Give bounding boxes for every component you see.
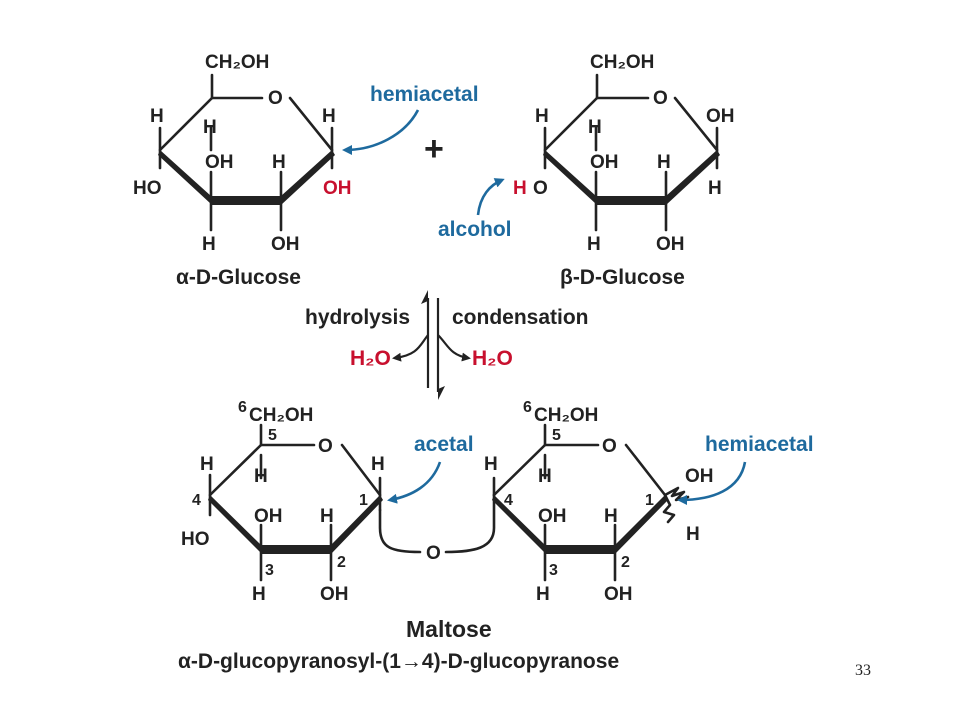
beta-c2-h: H (657, 152, 671, 173)
glycosidic-oxygen: O (426, 543, 441, 564)
alcohol-arrow (476, 178, 505, 216)
beta-c1-oh: OH (706, 106, 735, 127)
maltose-left-c5-number: 5 (268, 427, 277, 444)
alpha-c3-oh: OH (205, 152, 234, 173)
hemiacetal-label-top: hemiacetal (370, 83, 479, 106)
alpha-c2-h: H (272, 152, 286, 173)
maltose-right-c2-h: H (604, 506, 618, 527)
maltose-name: Maltose (406, 616, 492, 642)
water-left: H₂O (350, 347, 391, 370)
maltose-right-c4-h: H (484, 454, 498, 475)
beta-c4-hydroxyl-h: H (513, 178, 527, 199)
maltose-right-ring-oxygen: O (602, 436, 617, 457)
maltose-left-c2-number: 2 (337, 554, 346, 571)
alpha-ring-oxygen: O (268, 88, 283, 109)
alpha-c4-h-top: H (150, 106, 164, 127)
beta-glucose-structure: CH₂OH O H H OH OH H H O H H OH β-D-Gluco… (513, 52, 735, 289)
maltose-left-c1-h: H (371, 454, 385, 475)
maltose-right-c3-h: H (536, 584, 550, 605)
glycosidic-bond-right (444, 493, 496, 554)
hydrolysis-label: hydrolysis (305, 306, 410, 329)
hemiacetal-label-bottom: hemiacetal (705, 433, 814, 456)
alpha-c1-oh: OH (323, 178, 352, 199)
beta-c3-oh: OH (590, 152, 619, 173)
maltose-left-ring-oxygen: O (318, 436, 333, 457)
maltose-left-c6-number: 6 (238, 399, 247, 416)
maltose-iupac-name: α-D-glucopyranosyl-(1→4)-D-glucopyranose (178, 650, 619, 673)
maltose-right-c2-oh: OH (604, 584, 633, 605)
maltose-left-ch2oh: CH₂OH (249, 405, 313, 426)
equilibrium-arrows (392, 290, 471, 400)
maltose-right-ring: 6 CH₂OH 5 O H H 4 1 OH OH H H 3 2 H OH (484, 399, 714, 605)
maltose-left-c4-ho: HO (181, 529, 210, 550)
beta-c4-h-top: H (535, 106, 549, 127)
alpha-c3-h: H (202, 234, 216, 255)
maltose-right-c1-number: 1 (645, 492, 654, 509)
acetal-arrow (387, 461, 442, 504)
alpha-c1-h: H (322, 106, 336, 127)
maltose-left-c3-h: H (252, 584, 266, 605)
beta-c4-hydroxyl-o: O (533, 178, 548, 199)
maltose-left-ring: 6 CH₂OH 5 O H H H 4 1 OH H HO 3 2 H OH (181, 399, 422, 605)
condensation-label: condensation (452, 306, 589, 329)
alpha-glucose-structure: CH₂OH O H H H OH H HO OH H OH α-D-Glucos… (133, 52, 352, 289)
maltose-right-c2-number: 2 (621, 554, 630, 571)
water-right: H₂O (472, 347, 513, 370)
beta-c1-h: H (708, 178, 722, 199)
maltose-left-c3-number: 3 (265, 562, 274, 579)
hemiacetal-arrow-top (342, 109, 420, 155)
maltose-right-c1-h: H (686, 524, 700, 545)
beta-ring-oxygen: O (653, 88, 668, 109)
alpha-c6-ch2oh: CH₂OH (205, 52, 269, 73)
hemiacetal-arrow-bottom (677, 461, 747, 505)
beta-glucose-name: β-D-Glucose (560, 266, 685, 289)
beta-c6-ch2oh: CH₂OH (590, 52, 654, 73)
maltose-left-c5-h: H (254, 466, 268, 487)
maltose-right-c6-number: 6 (523, 399, 532, 416)
beta-c2-oh: OH (656, 234, 685, 255)
maltose-right-c4-number: 4 (504, 492, 513, 509)
alpha-glucose-name: α-D-Glucose (176, 266, 301, 289)
maltose-left-c4-number: 4 (192, 492, 201, 509)
alcohol-label: alcohol (438, 218, 512, 241)
maltose-left-c1-number: 1 (359, 492, 368, 509)
maltose-left-c3-oh: OH (254, 506, 283, 527)
beta-c3-h: H (587, 234, 601, 255)
maltose-left-c4-h: H (200, 454, 214, 475)
maltose-right-c3-number: 3 (549, 562, 558, 579)
maltose-right-c3-oh: OH (538, 506, 567, 527)
maltose-right-c5-h: H (538, 466, 552, 487)
maltose-left-c2-oh: OH (320, 584, 349, 605)
maltose-right-ch2oh: CH₂OH (534, 405, 598, 426)
acetal-label: acetal (414, 433, 474, 456)
beta-c5-h: H (588, 117, 602, 138)
maltose-left-c2-h: H (320, 506, 334, 527)
plus-sign: + (424, 130, 444, 168)
alpha-c4-ho: HO (133, 178, 162, 199)
page-number: 33 (855, 662, 871, 679)
maltose-right-c5-number: 5 (552, 427, 561, 444)
maltose-right-c1-oh: OH (685, 466, 714, 487)
alpha-c2-oh: OH (271, 234, 300, 255)
alpha-c5-h: H (203, 117, 217, 138)
